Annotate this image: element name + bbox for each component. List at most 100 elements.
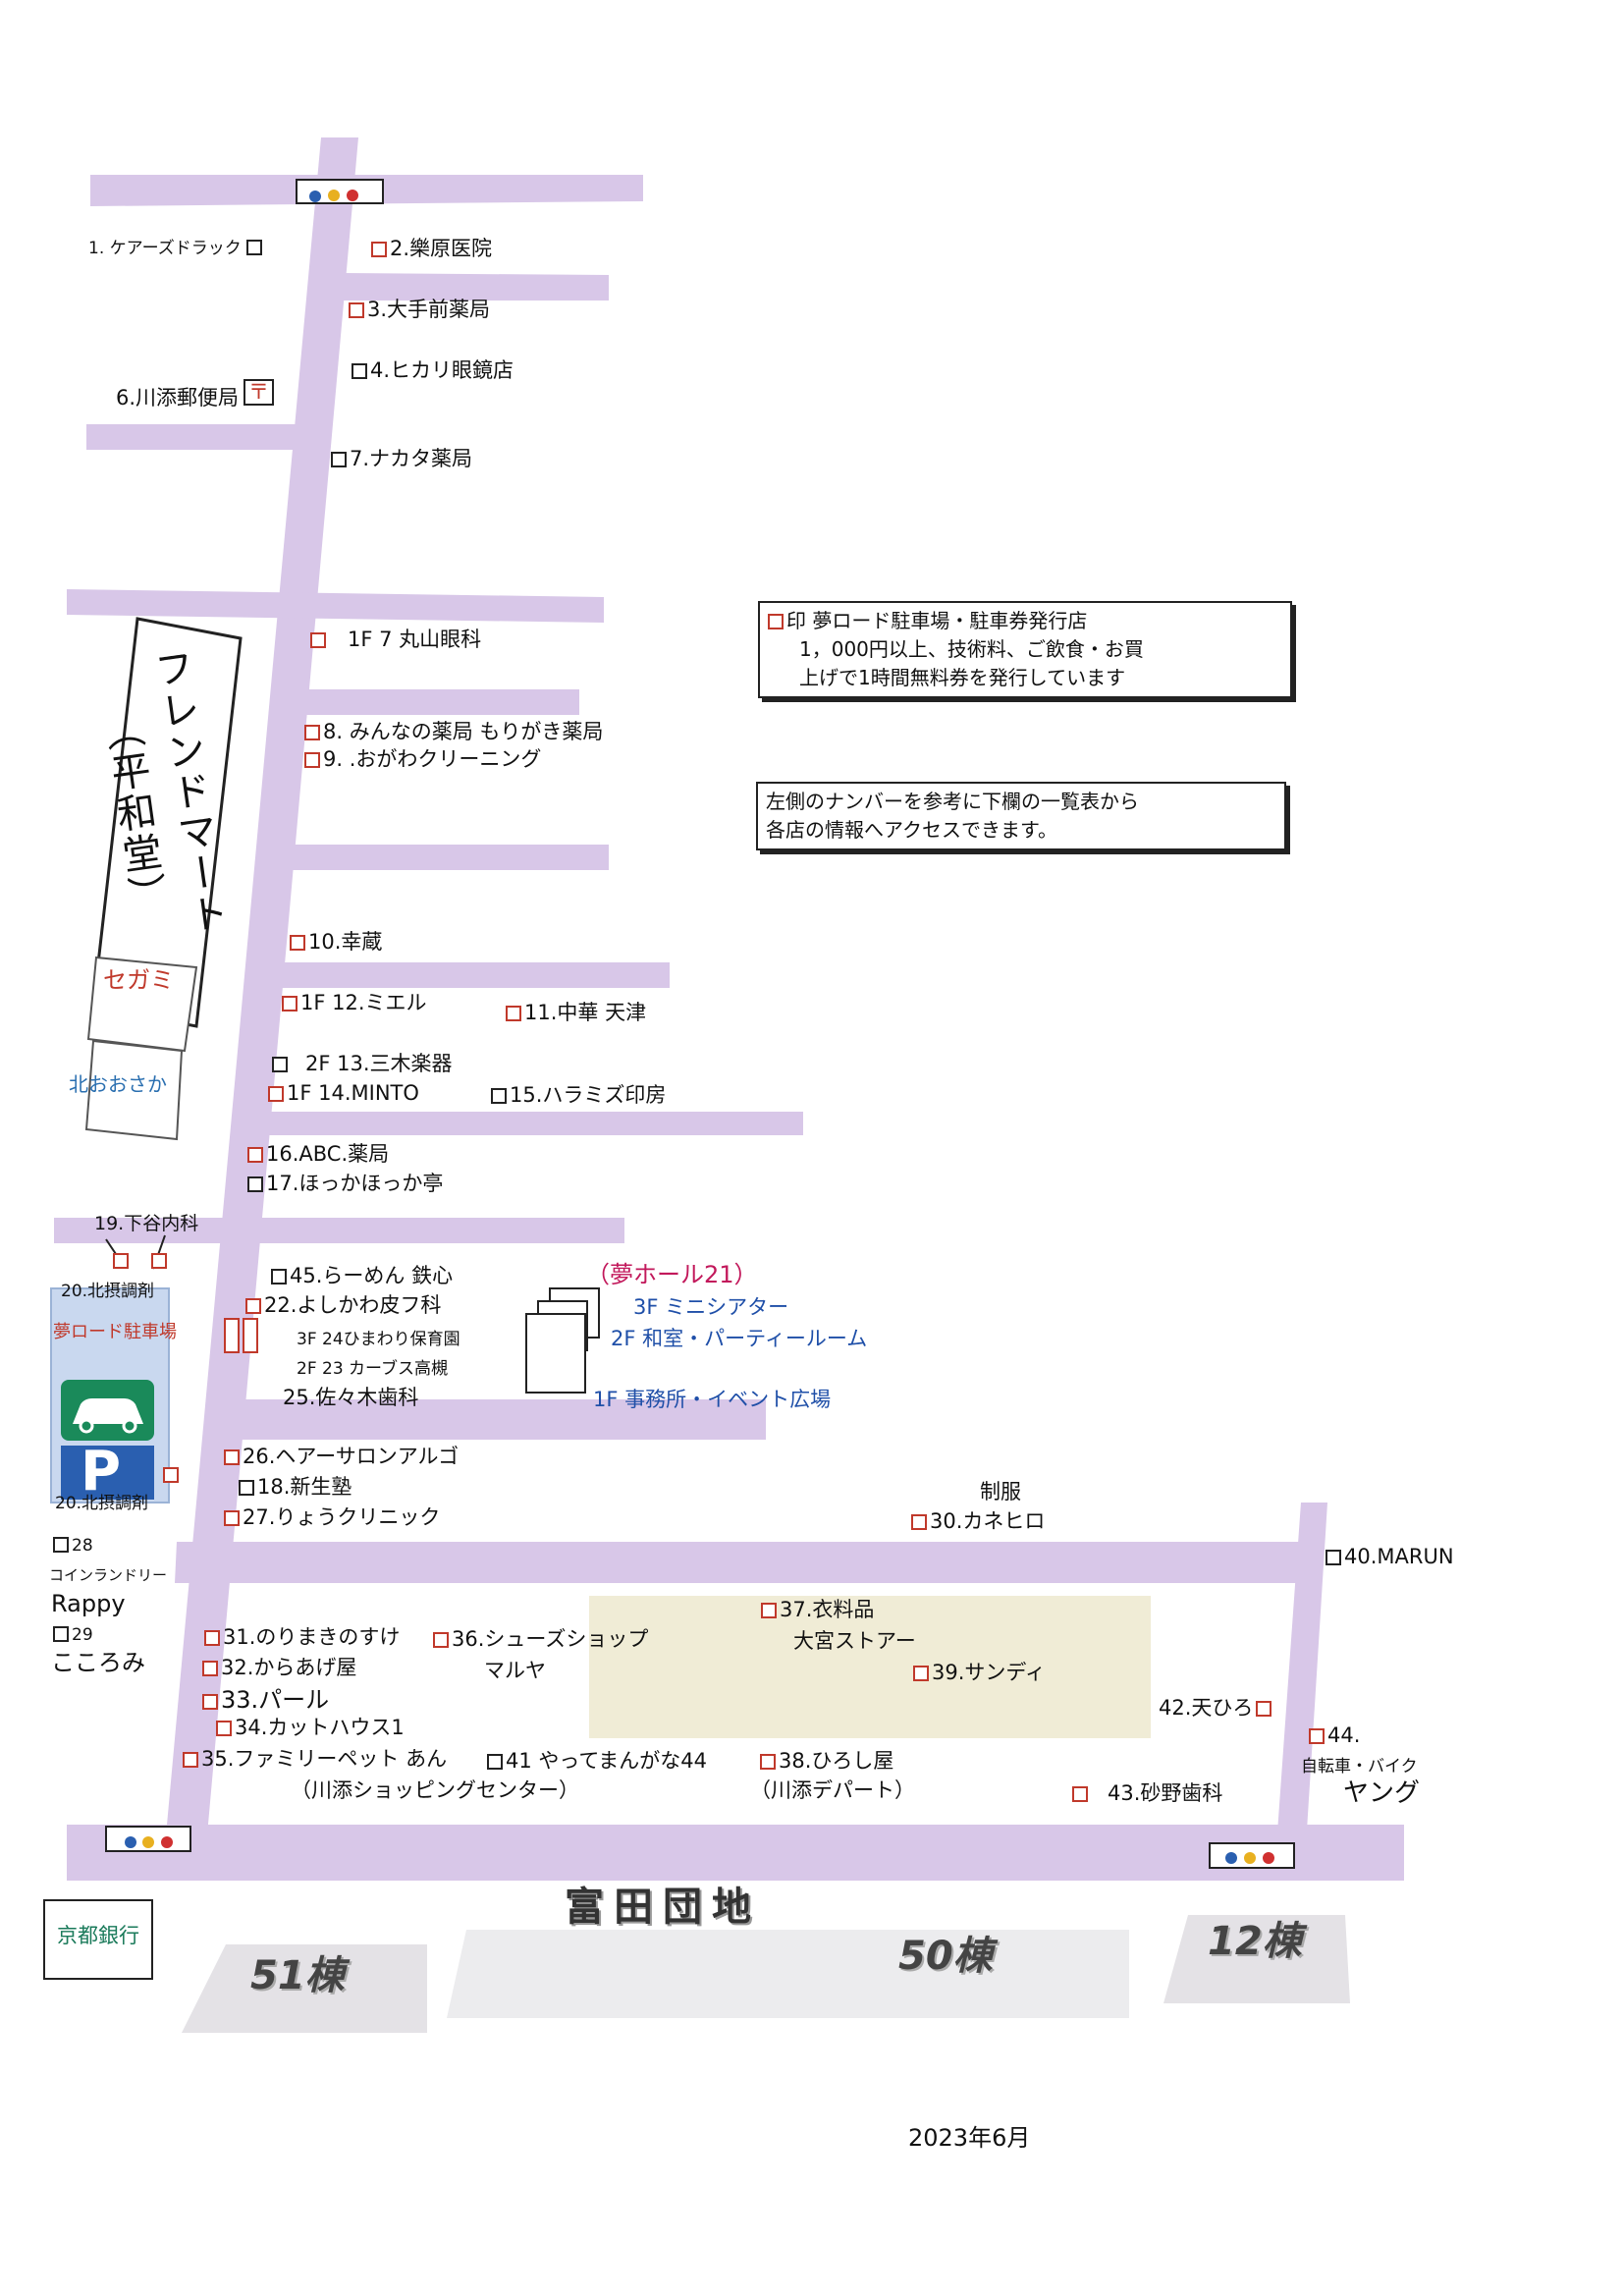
- store-24[interactable]: 3F 24ひまわり保育園: [297, 1330, 460, 1349]
- store-4[interactable]: 4.ヒカリ眼鏡店: [352, 358, 514, 382]
- parking-sign: P: [81, 1440, 122, 1503]
- hall-1f: 1F 事務所・イベント広場: [593, 1388, 832, 1411]
- info-box-guide-line2: 各店の情報へアクセスできます。: [766, 818, 1057, 842]
- store-42[interactable]: 42.天ひろ: [1159, 1696, 1274, 1720]
- store-32[interactable]: 32.からあげ屋: [202, 1656, 356, 1679]
- friendmart-building: [91, 617, 243, 1028]
- store-44-c[interactable]: ヤング: [1343, 1778, 1421, 1808]
- road-4: [67, 589, 604, 623]
- store-44[interactable]: 44.: [1309, 1723, 1360, 1747]
- kita-osaka-label: 北おおさか: [69, 1072, 167, 1096]
- hall-3f: 3F ミニシアター: [633, 1295, 789, 1319]
- store-2[interactable]: 2.樂原医院: [371, 237, 492, 260]
- car-icon: [73, 1398, 143, 1424]
- building-50-label: 50棟: [898, 1934, 993, 1979]
- traffic-light-bottom-right: [1209, 1842, 1295, 1869]
- store-18[interactable]: 18.新生塾: [239, 1475, 352, 1499]
- postal-mark: 〒: [243, 379, 274, 407]
- store-36-b[interactable]: マルヤ: [484, 1659, 546, 1682]
- store-39[interactable]: 39.サンディ: [913, 1661, 1046, 1684]
- store-26[interactable]: 26.ヘアーサロンアルゴ: [224, 1445, 459, 1468]
- store-36[interactable]: 36.シューズショップ: [433, 1627, 648, 1651]
- store-13[interactable]: 2F 13.三木楽器: [272, 1052, 453, 1075]
- road-6: [278, 845, 609, 870]
- store-23[interactable]: 2F 23 カーブス高槻: [297, 1359, 449, 1379]
- traffic-light-top: [296, 179, 384, 204]
- store-29[interactable]: 29: [53, 1626, 93, 1645]
- road-11: [175, 1542, 1316, 1583]
- traffic-light-bottom-left: [105, 1826, 191, 1852]
- store-30[interactable]: 30.カネヒロ: [911, 1509, 1045, 1533]
- info-box-guide-line1: 左側のナンバーを参考に下欄の一覧表から: [766, 790, 1139, 813]
- car-wheel-left: [79, 1418, 94, 1434]
- store-10[interactable]: 10.幸蔵: [290, 930, 382, 954]
- store-28-name[interactable]: Rappy: [51, 1590, 126, 1617]
- store-20b[interactable]: 20.北摂調剤: [55, 1494, 149, 1513]
- store-25[interactable]: 25.佐々木歯科: [283, 1386, 419, 1409]
- store-40[interactable]: 40.MARUN: [1325, 1545, 1454, 1568]
- hall-2f: 2F 和室・パーティールーム: [611, 1327, 868, 1350]
- store-19[interactable]: 19.下谷内科: [94, 1213, 199, 1234]
- store-6[interactable]: 6.川添郵便局: [116, 386, 240, 410]
- hall-title[interactable]: （夢ホール21）: [586, 1261, 758, 1288]
- building-12-block: [1163, 1915, 1350, 2003]
- store-29-name[interactable]: こころみ: [51, 1649, 145, 1676]
- bank-label[interactable]: 京都銀行: [43, 1899, 153, 1980]
- store-9[interactable]: 9. .おがわクリーニング: [304, 747, 541, 771]
- store-11[interactable]: 11.中華 天津: [506, 1001, 646, 1024]
- info-box-parking-line1: 印 夢ロード駐車場・駐車券発行店: [786, 609, 1088, 632]
- store-7[interactable]: 7.ナカタ薬局: [331, 447, 472, 470]
- date-label: 2023年6月: [908, 2124, 1031, 2152]
- road-3: [86, 424, 314, 450]
- parking-marker: [163, 1463, 182, 1486]
- store-31[interactable]: 31.のりまきのすけ: [204, 1625, 400, 1649]
- parking-title: 夢ロード駐車場: [53, 1322, 177, 1342]
- info-box-guide: 左側のナンバーを参考に下欄の一覧表から 各店の情報へアクセスできます。: [756, 782, 1286, 850]
- road-7: [263, 962, 670, 988]
- store-27[interactable]: 27.りょうクリニック: [224, 1505, 440, 1529]
- store-14[interactable]: 1F 14.MINTO: [268, 1081, 419, 1105]
- segami-building: [86, 956, 198, 1053]
- road-8: [246, 1112, 803, 1135]
- store-37[interactable]: 37.衣料品: [761, 1598, 874, 1621]
- store-44-b: 自転車・バイク: [1301, 1757, 1418, 1777]
- danchi-title: 富田団地: [565, 1885, 761, 1930]
- store-20a[interactable]: 20.北摂調剤: [61, 1282, 155, 1301]
- store-33[interactable]: 33.パール: [202, 1687, 329, 1713]
- store-28[interactable]: 28: [53, 1537, 93, 1556]
- store-35[interactable]: 35.ファミリーペット あん: [183, 1747, 447, 1771]
- shopping-area: [589, 1596, 1151, 1738]
- depart-label: （川添デパート）: [750, 1778, 915, 1802]
- stores-22-25-markers: [224, 1318, 261, 1356]
- road-2: [334, 273, 609, 301]
- store-15[interactable]: 15.ハラミズ印房: [491, 1083, 666, 1107]
- building-50-block: [447, 1930, 1129, 2018]
- road-9: [54, 1218, 624, 1243]
- store-30-top: 制服: [980, 1480, 1021, 1503]
- store-34[interactable]: 34.カットハウス1: [216, 1716, 405, 1739]
- store-41[interactable]: 41 やってまんがな44: [487, 1749, 707, 1773]
- building-51-block: [182, 1944, 427, 2033]
- store-43[interactable]: 43.砂野歯科: [1072, 1781, 1222, 1805]
- car-wheel-right: [122, 1418, 137, 1434]
- store-1[interactable]: 1. ケアーズドラック: [88, 240, 265, 258]
- store-12[interactable]: 1F 12.ミエル: [282, 991, 427, 1014]
- info-box-parking: 印 夢ロード駐車場・駐車券発行店 1，000円以上、技術料、ご飲食・お買 上げで…: [758, 601, 1292, 698]
- road-5: [293, 689, 579, 715]
- store-22[interactable]: 22.よしかわ皮フ科: [245, 1293, 441, 1317]
- store-1f-7[interactable]: 1F 7 丸山眼科: [310, 628, 481, 651]
- store-38[interactable]: 38.ひろし屋: [760, 1749, 893, 1773]
- store-37-b[interactable]: 大宮ストアー: [793, 1629, 916, 1653]
- road-bottom: [67, 1825, 1404, 1881]
- store-17[interactable]: 17.ほっかほっか亭: [247, 1172, 443, 1195]
- shopping-center-label: （川添ショッピングセンター）: [291, 1778, 579, 1802]
- store-8[interactable]: 8. みんなの薬局 もりがき薬局: [304, 720, 603, 743]
- store-20-marker: [113, 1249, 170, 1272]
- hall-building-1: [525, 1313, 586, 1394]
- store-45[interactable]: 45.らーめん 鉄心: [271, 1264, 453, 1287]
- parking-sign-bg: [61, 1446, 154, 1500]
- store-3[interactable]: 3.大手前薬局: [349, 298, 490, 321]
- info-box-parking-line3: 上げで1時間無料券を発行しています: [799, 666, 1126, 689]
- store-16[interactable]: 16.ABC.薬局: [247, 1142, 389, 1166]
